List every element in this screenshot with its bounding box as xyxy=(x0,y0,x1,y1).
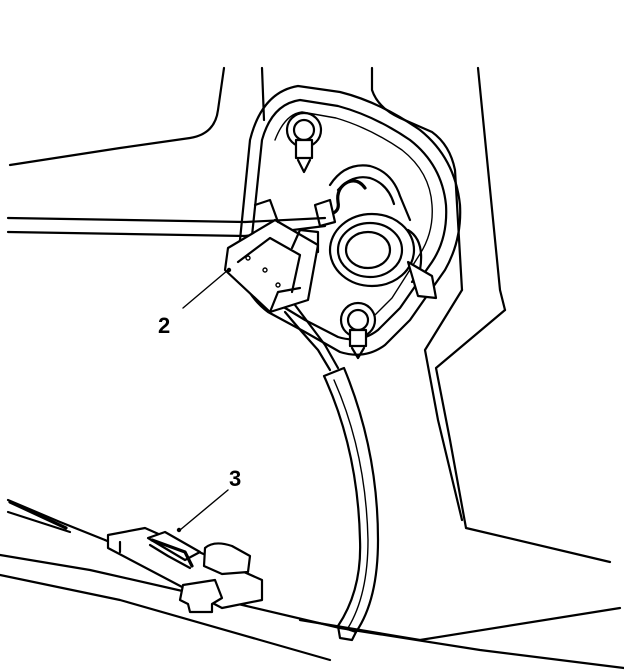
lower-trim-panel xyxy=(0,498,624,670)
body-panel-outline xyxy=(8,66,612,564)
callout-leader-3 xyxy=(176,489,229,533)
callout-label-3: 3 xyxy=(229,466,242,491)
lower-socket-bolt xyxy=(339,301,377,360)
clip xyxy=(106,526,264,614)
upper-socket-bolt xyxy=(285,111,323,174)
wire-hook xyxy=(313,179,367,228)
callout-label-2: 2 xyxy=(158,313,171,338)
callout-leader-2 xyxy=(182,267,232,309)
bulb-socket xyxy=(328,164,438,300)
connector xyxy=(223,198,320,314)
wire-harness xyxy=(283,303,380,642)
